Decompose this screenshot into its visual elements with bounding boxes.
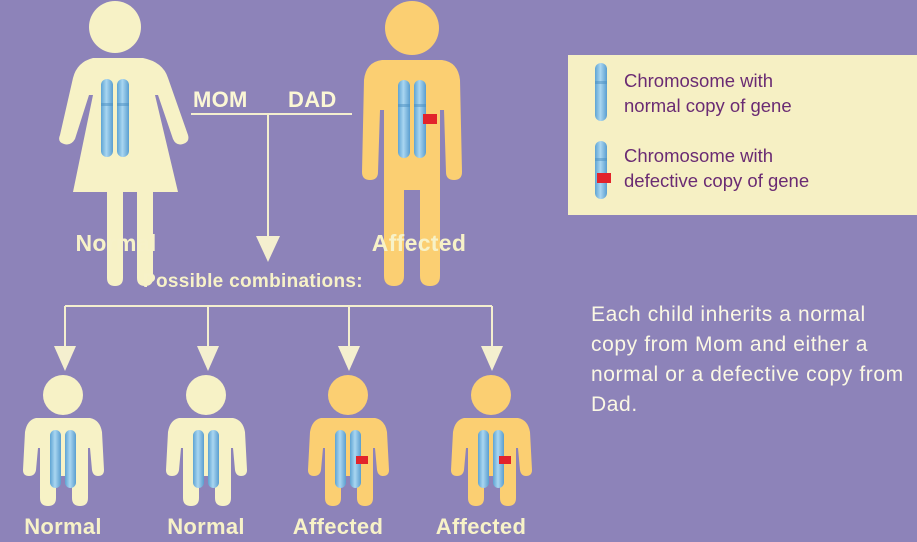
child-2-status-label: Normal	[151, 514, 261, 540]
dad-status-label: Affected	[334, 230, 504, 257]
normal-chromosome-icon	[594, 63, 608, 121]
mom-label: MOM	[193, 87, 248, 113]
legend-defective-line1: Chromosome with	[624, 143, 773, 168]
main-arrow-head	[256, 236, 280, 262]
child-2-figure	[166, 375, 247, 506]
inheritance-note: Each child inherits a normal copy from M…	[591, 300, 911, 420]
mom-status-label: Normal	[31, 230, 201, 257]
parent-connector	[191, 114, 352, 237]
legend-normal-line2: normal copy of gene	[624, 93, 792, 118]
child-3-status-label: Affected	[283, 514, 393, 540]
legend-normal-line1: Chromosome with	[624, 68, 773, 93]
child-4-status-label: Affected	[426, 514, 536, 540]
possible-combinations-label: Possible combinations:	[143, 271, 363, 293]
child-1-status-label: Normal	[8, 514, 118, 540]
child-1-figure	[23, 375, 104, 506]
child-4-figure	[451, 375, 532, 506]
legend-box: Chromosome with normal copy of gene Chro…	[568, 55, 917, 215]
legend-defective-line2: defective copy of gene	[624, 168, 809, 193]
defective-chromosome-icon	[594, 141, 612, 199]
children-branch	[65, 306, 492, 348]
dad-label: DAD	[288, 87, 337, 113]
child-arrow-heads	[54, 346, 503, 371]
child-3-figure	[308, 375, 389, 506]
